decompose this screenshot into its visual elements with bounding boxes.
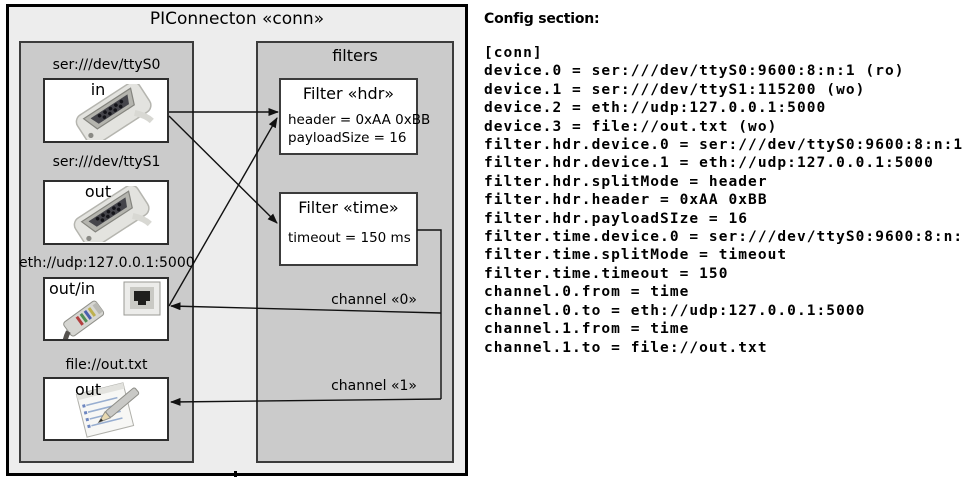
diagram-title: PIConnecton «conn» [149, 9, 325, 29]
filter-time-box: Filter «time» timeout = 150 ms [279, 192, 418, 266]
device-port-ttys0: in [90, 80, 106, 99]
serial-connector-image [75, 84, 154, 140]
notepad-image [75, 382, 140, 438]
filter-time-title: Filter «time» [298, 198, 399, 217]
device-port-file: out [75, 380, 102, 399]
filter-hdr-title: Filter «hdr» [302, 84, 395, 103]
filter-hdr-prop-payloadsize: payloadSize = 16 [288, 130, 407, 146]
channel-1-label: channel «1» [331, 378, 417, 394]
filters-panel-title: filters [332, 46, 378, 65]
channel-0-label: channel «0» [331, 292, 417, 308]
serial-connector-image [73, 186, 152, 242]
device-label-ttys0: ser:///dev/ttyS0 [52, 57, 161, 73]
device-label-ttys1: ser:///dev/ttyS1 [52, 154, 161, 170]
device-label-file: file://out.txt [65, 357, 148, 373]
device-port-eth: out/in [49, 279, 96, 298]
config-section-heading: Config section: [484, 11, 600, 27]
ethernet-connector-image [61, 281, 161, 339]
bottom-border-tick [234, 471, 237, 477]
filter-time-prop-timeout: timeout = 150 ms [288, 230, 411, 246]
device-port-ttys1: out [84, 182, 112, 201]
device-label-eth: eth://udp:127.0.0.1:5000 [19, 255, 195, 271]
filter-hdr-box: Filter «hdr» header = 0xAA 0xBB payloadS… [279, 78, 431, 155]
filter-hdr-prop-header: header = 0xAA 0xBB [288, 112, 431, 128]
config-lines: [conn] device.0 = ser:///dev/ttyS0:9600:… [484, 45, 964, 356]
